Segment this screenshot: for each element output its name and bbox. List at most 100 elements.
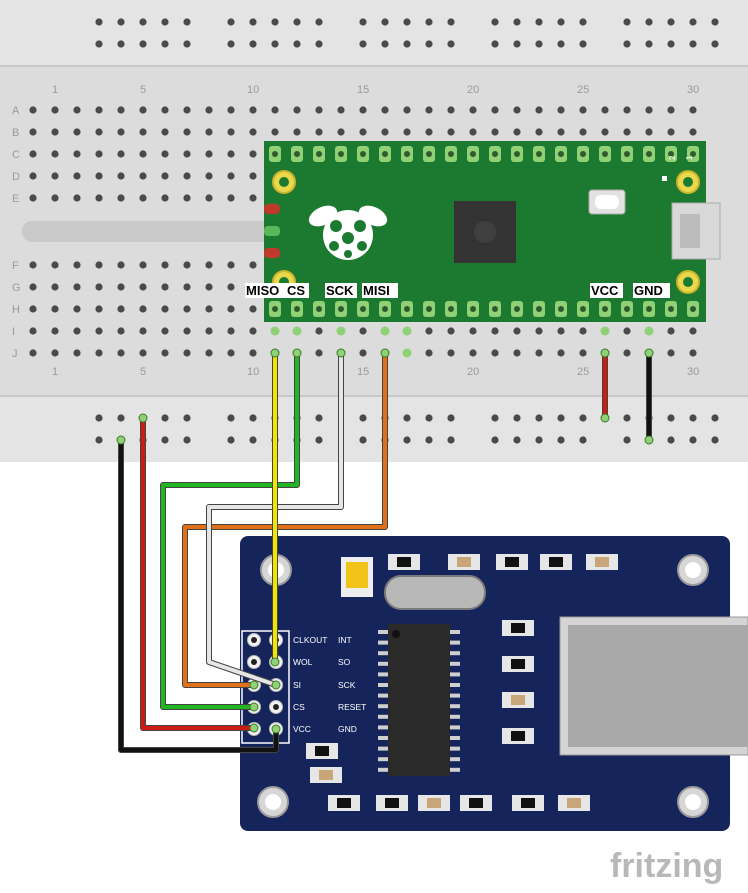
breadboard-hole xyxy=(227,349,235,357)
breadboard-hole xyxy=(73,106,81,114)
debug-pad xyxy=(264,204,280,214)
row-label: J xyxy=(12,348,18,360)
breadboard-hole xyxy=(139,194,147,202)
rail-hole xyxy=(271,40,279,48)
connected-hole xyxy=(644,326,654,336)
smd-component xyxy=(328,795,360,811)
breadboard-hole xyxy=(315,106,323,114)
smd-component xyxy=(306,743,338,759)
rail-hole xyxy=(689,40,697,48)
breadboard-hole xyxy=(579,106,587,114)
breadboard-hole xyxy=(425,327,433,335)
rail-hole xyxy=(689,414,697,422)
breadboard-hole xyxy=(249,327,257,335)
breadboard-hole xyxy=(183,150,191,158)
connected-hole xyxy=(270,326,280,336)
module-pin-label: INT xyxy=(338,635,352,645)
breadboard-hole xyxy=(95,106,103,114)
breadboard-hole xyxy=(491,349,499,357)
rail-hole xyxy=(667,18,675,26)
breadboard-hole xyxy=(51,172,59,180)
breadboard-hole xyxy=(315,327,323,335)
rail-hole xyxy=(227,436,235,444)
smd-component xyxy=(586,554,618,570)
rail-hole xyxy=(227,18,235,26)
column-label: 10 xyxy=(247,84,259,96)
column-label: 1 xyxy=(52,366,58,378)
breadboard-hole xyxy=(161,128,169,136)
module-pin-label: CLKOUT xyxy=(293,635,327,645)
breadboard-hole xyxy=(139,172,147,180)
rail-hole xyxy=(491,414,499,422)
breadboard-hole xyxy=(689,327,697,335)
rail-hole xyxy=(579,18,587,26)
breadboard-hole xyxy=(403,128,411,136)
breadboard-hole xyxy=(513,327,521,335)
module-pin-label: WOL xyxy=(293,657,313,667)
enc28j60-chip xyxy=(388,624,450,776)
breadboard-hole xyxy=(95,172,103,180)
breadboard-hole xyxy=(579,327,587,335)
rail-hole xyxy=(557,18,565,26)
breadboard-hole xyxy=(73,305,81,313)
breadboard-hole xyxy=(249,106,257,114)
rail-hole xyxy=(183,414,191,422)
breadboard-hole xyxy=(447,349,455,357)
breadboard-hole xyxy=(557,327,565,335)
breadboard-hole xyxy=(183,305,191,313)
breadboard-hole xyxy=(139,283,147,291)
breadboard-hole xyxy=(95,128,103,136)
rail-hole xyxy=(667,40,675,48)
rail-hole xyxy=(359,436,367,444)
breadboard-hole xyxy=(95,261,103,269)
breadboard-hole xyxy=(139,327,147,335)
breadboard-hole xyxy=(205,106,213,114)
breadboard-hole xyxy=(689,106,697,114)
breadboard-hole xyxy=(249,305,257,313)
pin-label-cs: CS xyxy=(287,283,305,298)
breadboard-hole xyxy=(117,327,125,335)
breadboard-hole xyxy=(579,349,587,357)
breadboard-hole xyxy=(227,106,235,114)
breadboard-hole xyxy=(183,283,191,291)
wire-endpoint xyxy=(600,413,610,423)
breadboard-hole xyxy=(73,194,81,202)
breadboard-hole xyxy=(205,327,213,335)
breadboard-hole xyxy=(513,106,521,114)
row-label: G xyxy=(12,282,21,294)
breadboard-hole xyxy=(205,172,213,180)
rail-hole xyxy=(293,18,301,26)
breadboard-hole xyxy=(29,261,37,269)
row-label: I xyxy=(12,326,15,338)
vcc-wire-outline xyxy=(140,415,257,731)
wire-endpoint xyxy=(271,724,281,734)
column-label: 25 xyxy=(577,366,589,378)
breadboard-hole xyxy=(29,172,37,180)
breadboard-hole xyxy=(249,172,257,180)
rail-hole xyxy=(491,18,499,26)
breadboard-hole xyxy=(535,128,543,136)
raspberry-logo xyxy=(308,205,388,260)
rail-hole xyxy=(227,40,235,48)
breadboard-hole xyxy=(51,283,59,291)
column-label: 10 xyxy=(247,366,259,378)
rail-hole xyxy=(95,436,103,444)
column-label: 5 xyxy=(140,366,146,378)
breadboard-hole xyxy=(95,305,103,313)
rail-hole xyxy=(711,18,719,26)
row-label: D xyxy=(12,171,20,183)
breadboard-hole xyxy=(161,150,169,158)
breadboard-hole xyxy=(139,128,147,136)
smd-component xyxy=(502,620,534,636)
pin-label-gnd: GND xyxy=(634,283,663,298)
breadboard-hole xyxy=(381,106,389,114)
breadboard-hole xyxy=(73,128,81,136)
smd-component xyxy=(502,728,534,744)
row-label: C xyxy=(12,149,20,161)
breadboard-hole xyxy=(623,106,631,114)
breadboard-hole xyxy=(227,283,235,291)
rail-hole xyxy=(139,40,147,48)
breadboard-hole xyxy=(51,349,59,357)
breadboard-hole xyxy=(51,106,59,114)
